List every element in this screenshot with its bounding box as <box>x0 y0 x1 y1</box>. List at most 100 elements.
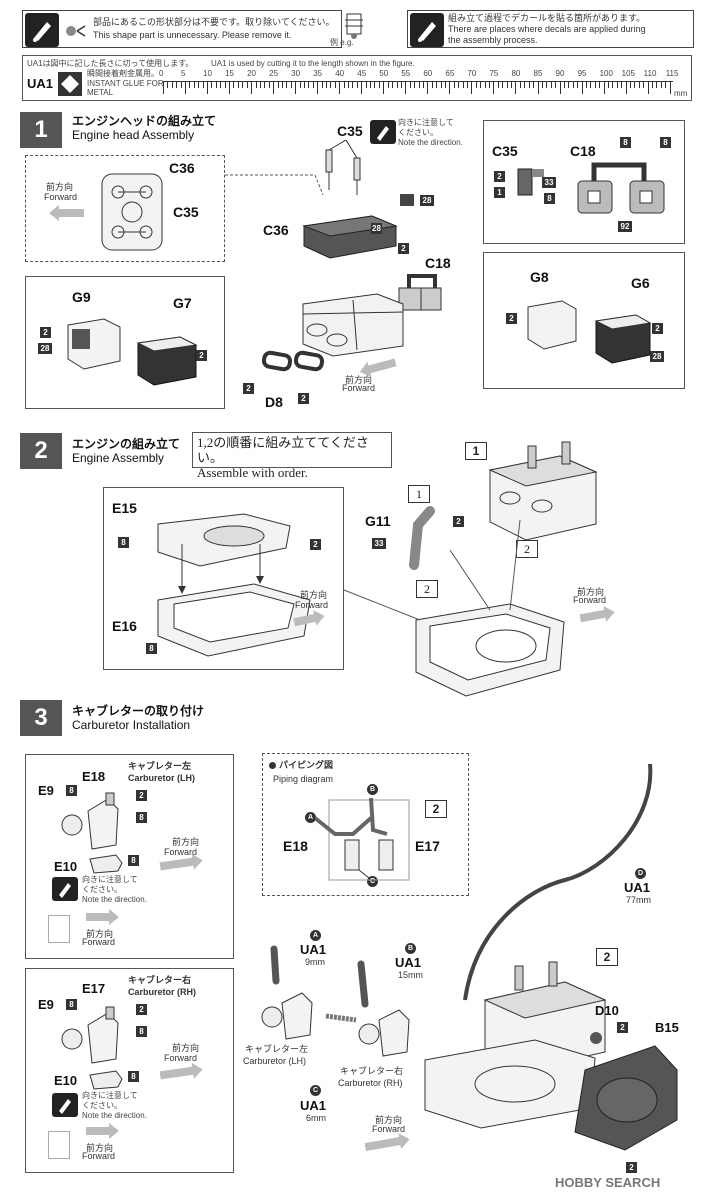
caution-jp2-rh: ください。 <box>82 1101 122 1110</box>
piping-diagram-box: パイピング図 Piping diagram 2 A B C E18 E17 <box>262 753 469 896</box>
step3-box-lh: E18 キャブレター左 Carburetor (LH) E9 8 2 8 8 E… <box>25 754 234 959</box>
header-left-jp: 部品にあるこの形状部分は不要です。取り除いてください。 <box>93 17 335 27</box>
header-right-box: 組み立て過程でデカールを貼る箇所があります。 There are places … <box>407 10 694 48</box>
label-e10-rh: E10 <box>54 1073 78 1088</box>
label-c18: C18 <box>425 255 451 271</box>
forward-arrow-lh <box>159 857 195 871</box>
screw-part <box>400 194 414 206</box>
label-e9-rh: E9 <box>38 997 54 1012</box>
ruler-tick-label: 0 <box>159 69 164 78</box>
header-right-jp: 組み立て過程でデカールを貼る箇所があります。 <box>448 13 646 23</box>
step2-order-note: 1,2の順番に組み立ててください。 Assemble with order. <box>192 432 392 480</box>
e10-float-rh <box>89 1070 123 1090</box>
decal-28-e: 28 <box>38 343 52 354</box>
label-c35-inset: C35 <box>173 204 199 220</box>
lh-jp: キャブレター左 <box>128 761 192 771</box>
decal-8-c: 8 <box>620 137 631 148</box>
watermark: HOBBY SEARCH <box>555 1175 660 1190</box>
forward-jp-rh: 前方向 <box>172 1043 200 1053</box>
step1-number: 1 <box>20 112 62 148</box>
d8-gaskets <box>261 350 325 372</box>
marker-a-piping: A <box>305 812 316 823</box>
ref-box-1: 1 <box>465 442 487 460</box>
decal-8-e15: 8 <box>118 537 129 548</box>
forward-jp-main: 前方向 <box>375 1115 403 1125</box>
forward-arrow-step1 <box>367 358 397 374</box>
c35-plug-detail <box>517 168 544 196</box>
piping-jp: パイピング図 <box>279 760 334 770</box>
caution-en: Note the direction. <box>398 138 463 147</box>
forward-jp-lh2: 前方向 <box>86 929 114 939</box>
step3-title-jp: キャブレターの取り付け <box>72 704 205 718</box>
forward-en-step2b: Forward <box>573 595 607 605</box>
forward-arrow-main <box>364 1136 402 1152</box>
diamond-icon <box>58 72 82 96</box>
step1-box-g9-g7: G9 G7 2 28 2 <box>25 276 225 409</box>
decal-33-b: 33 <box>542 177 556 188</box>
decal-8-rh1: 8 <box>66 999 77 1010</box>
marker-c-piping: C <box>367 876 378 887</box>
label-e17: E17 <box>82 981 106 996</box>
caution-pencil-icon-lh <box>52 877 78 901</box>
ruler-tick-label: 45 <box>357 69 367 78</box>
example-label: 例 e.g. <box>330 38 354 47</box>
order-label-1: 1 <box>408 485 430 503</box>
crankcase-assembled <box>415 603 565 697</box>
caution-en-lh: Note the direction. <box>82 895 147 904</box>
ruler-section: UA1は図中に記した長さに切って使用します。 UA1 is used by cu… <box>22 55 692 101</box>
caution-jp-rh: 向きに注意して <box>82 1091 138 1100</box>
marker-b: B <box>405 943 416 954</box>
forward-jp-step2a: 前方向 <box>300 590 328 600</box>
step1-box-c35-c18: C35 C18 2 1 33 8 8 8 92 <box>483 120 685 244</box>
ruler-bar <box>163 81 673 95</box>
ruler-tick-label: 65 <box>445 69 455 78</box>
decal-2-e15: 2 <box>310 539 321 550</box>
forward-en-step2a: Forward <box>295 600 329 610</box>
hose-b <box>357 960 369 1008</box>
bullet-dot <box>269 762 276 769</box>
hose-a <box>270 945 280 985</box>
decal-icon <box>410 13 444 47</box>
g7-cylinder <box>136 336 198 386</box>
step3-number: 3 <box>20 700 62 736</box>
label-c36-inset: C36 <box>169 160 195 176</box>
header-right-en2: the assembly process. <box>448 35 538 45</box>
label-d8: D8 <box>265 394 283 410</box>
ruler-tick-label: 10 <box>203 69 212 78</box>
decal-2-d: 2 <box>298 393 309 404</box>
label-c35-top: C35 <box>337 123 363 139</box>
forward-en: Forward <box>44 192 78 202</box>
forward-arrow-rh <box>159 1066 195 1080</box>
rh-main-jp: キャブレター右 <box>340 1066 404 1076</box>
carburetor-lh <box>61 792 119 850</box>
carburetor-rh <box>61 1006 119 1064</box>
label-g9: G9 <box>72 289 91 305</box>
label-g8: G8 <box>530 269 549 285</box>
ruler-tick-label: 100 <box>599 69 613 78</box>
ruler-tick-label: 20 <box>247 69 257 78</box>
ruler-tick-label: 5 <box>181 69 186 78</box>
order-note-en: Assemble with order. <box>197 465 308 480</box>
forward-en-step1: Forward <box>342 383 376 393</box>
spark-plugs <box>325 140 361 195</box>
pencil-icon <box>25 13 59 47</box>
carb-thumb-rh <box>48 1131 70 1159</box>
label-e17-piping: E17 <box>415 838 440 854</box>
forward-arrow-lh2 <box>86 909 119 925</box>
ruler-note-jp: UA1は図中に記した長さに切って使用します。 <box>27 59 194 68</box>
decal-2-d10: 2 <box>617 1022 628 1033</box>
ruler-tick-label: 15 <box>225 69 234 78</box>
dashed-leader <box>225 174 324 196</box>
label-e10-lh: E10 <box>54 859 78 874</box>
label-c35-box: C35 <box>492 143 518 159</box>
g6-cylinder <box>594 314 652 364</box>
decal-2-g: 2 <box>506 313 517 324</box>
ruler-tick-label: 30 <box>291 69 301 78</box>
forward-jp-step1: 前方向 <box>345 375 373 385</box>
hose-c <box>325 1013 357 1023</box>
step2-box-e15-e16: E15 E16 8 2 8 前方向 Forward <box>103 487 344 670</box>
carb-thumb-lh <box>48 915 70 943</box>
ua1-label-d: UA1 <box>624 880 651 895</box>
label-g11: G11 <box>365 513 391 529</box>
